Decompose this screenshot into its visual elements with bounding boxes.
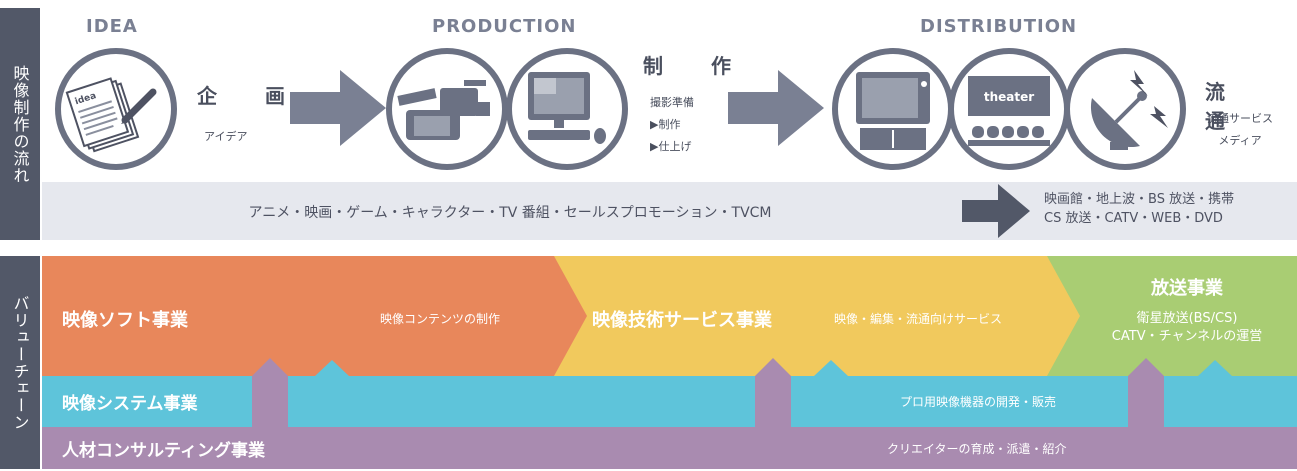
production-step-make: ▶制作 [650,118,681,131]
soft-shape [42,256,587,376]
satellite-dish-icon [1090,70,1168,150]
system-desc: プロ用映像機器の開発・販売 [900,394,1057,409]
consulting-desc: クリエイターの育成・派遣・紹介 [887,441,1067,456]
theater-label: theater [984,90,1034,104]
idea-title: IDEA [86,16,138,37]
distribution-service: 流通サービス [1207,112,1273,125]
idea-paper-icon: idea [65,77,157,153]
system-band: 映像システム事業 プロ用映像機器の開発・販売 [42,375,1297,427]
production-kanji: 制 作 [643,54,745,78]
consulting-pillar-2 [755,358,791,428]
media-arrow-icon [962,184,1030,238]
consulting-title: 人材コンサルティング事業 [62,440,265,461]
video-camera-icon [397,80,490,140]
broadcast-block: 放送事業 衛星放送(BS/CS) CATV・チャンネルの運営 [1082,274,1292,346]
distribution-lines: 流通サービス メディア [1200,108,1280,152]
consulting-band: 人材コンサルティング事業 クリエイターの育成・派遣・紹介 [42,427,1297,469]
computer-icon [528,72,606,144]
value-chain-side-label: バリューチェーン [0,256,40,469]
distribution-kanji: 流 通 [1205,80,1273,133]
idea-circle: idea [55,48,177,170]
idea-sub: アイデア [204,130,248,143]
theater-icon: theater [968,76,1050,146]
media-list-line-1: 映画館・地上波・BS 放送・携帯 [1044,192,1235,207]
content-bar [42,182,1297,240]
consulting-pillar-3 [1128,358,1164,428]
system-title: 映像システム事業 [62,393,198,414]
theater-circle: theater [948,48,1070,170]
production-step-prep: 撮影準備 [650,96,694,109]
distribution-media: メディア [1218,134,1262,147]
value-chain-side-label-text: バリューチェーン [10,294,30,431]
consulting-pillar-1 [252,358,288,428]
arrow-icon-1 [290,70,386,146]
broadcast-desc-1: 衛星放送(BS/CS) [1136,311,1238,326]
media-list: 映画館・地上波・BS 放送・携帯 CS 放送・CATV・WEB・DVD [1044,190,1234,228]
television-icon [856,72,930,150]
business-chevrons [42,256,1297,376]
production-step-finish: ▶仕上げ [650,140,692,153]
tv-circle [832,48,954,170]
production-title: PRODUCTION [432,16,577,37]
computer-circle [506,48,628,170]
flow-side-label-text: 映像制作の流れ [10,64,30,184]
camera-circle [386,48,508,170]
tech-desc: 映像・編集・流通向けサービス [834,312,1003,326]
idea-kanji: 企 画 [197,84,299,108]
soft-desc: 映像コンテンツの制作 [380,312,501,326]
broadcast-desc-2: CATV・チャンネルの運営 [1111,329,1263,344]
satellite-circle [1064,48,1186,170]
tech-title: 映像技術サービス事業 [592,310,772,331]
flow-side-label: 映像制作の流れ [0,8,40,240]
soft-title: 映像ソフト事業 [62,310,188,331]
content-bar-text: アニメ・映画・ゲーム・キャラクター・TV 番組・セールスプロモーション・TVCM [248,205,772,221]
media-list-line-2: CS 放送・CATV・WEB・DVD [1044,211,1223,226]
production-steps: 撮影準備 ▶制作 ▶仕上げ [650,92,694,158]
broadcast-title: 放送事業 [1151,278,1223,299]
pen-icon [121,88,157,124]
arrow-icon-2 [728,70,824,146]
distribution-title: DISTRIBUTION [920,16,1078,37]
